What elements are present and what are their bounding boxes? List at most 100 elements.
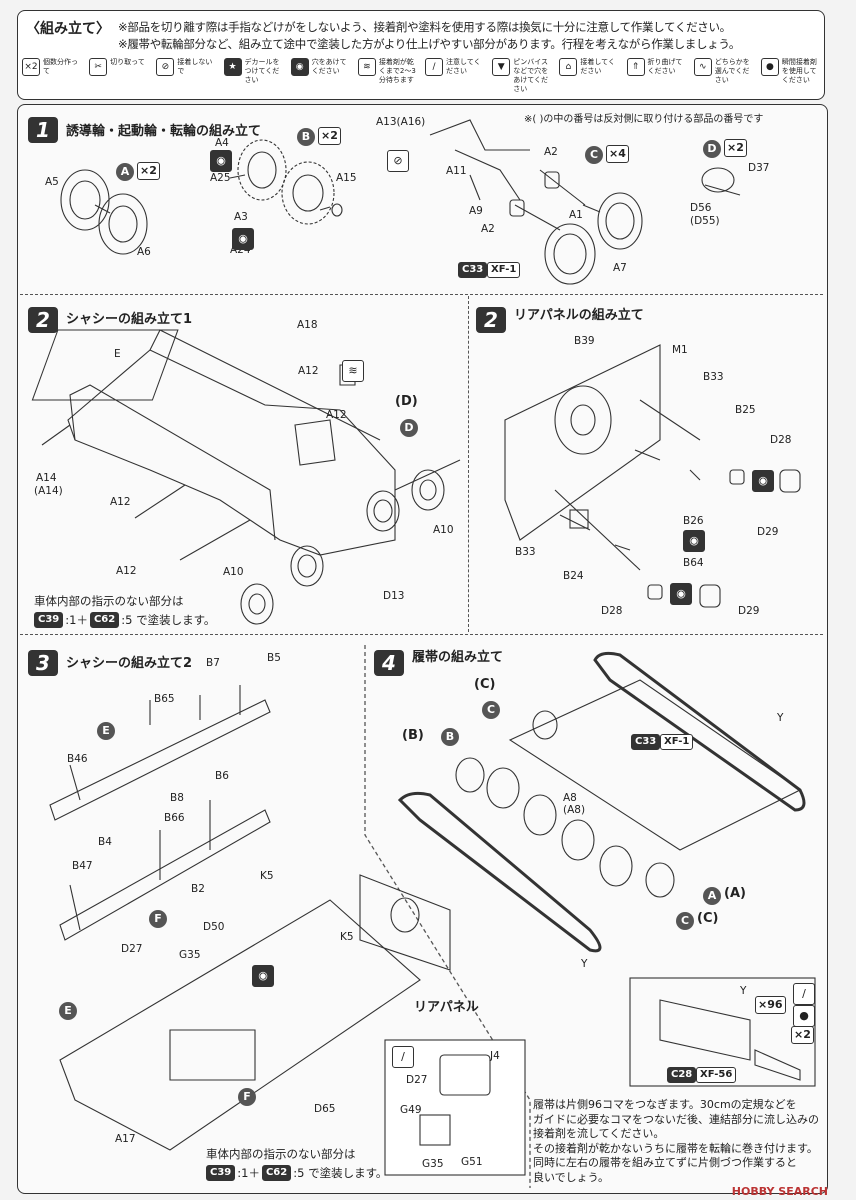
paint-code: C62	[89, 612, 120, 628]
part-label: D56	[690, 202, 712, 214]
track-note-line: ガイドに必要なコマをつないだ後、連結部分に流し込みの	[533, 1112, 819, 1126]
caution-icon: ∕	[793, 983, 815, 1005]
paint-code: C39	[34, 612, 64, 628]
legend-text: 接着剤が乾くまで2〜3分待ちます	[378, 58, 416, 84]
legend-item: ▼ピンバイスなどで穴をあけてください	[492, 58, 551, 93]
legend-text: 瞬間接着剤を使用してください	[781, 58, 817, 84]
runner-badge: F	[238, 1088, 256, 1106]
runner-badge: F	[149, 910, 167, 928]
step-title: シャシーの組み立て1	[66, 312, 193, 327]
legend-item: ⌂接着してください	[559, 58, 618, 92]
part-label: D28	[770, 434, 792, 446]
no-glue-icon: ⊘	[387, 150, 409, 172]
quantity-badge: ×96	[755, 996, 786, 1014]
part-label: A15	[336, 172, 357, 184]
legend-item: ∿どちらかを選んでください	[693, 58, 753, 92]
drill-hole-icon: ◉	[683, 530, 705, 552]
legend-item: ◉穴をあけてください	[290, 58, 350, 92]
header-note-1: ※部品を切り離す際は手指などけがをしないよう、接着剤や塗料を使用する際は換気に十…	[118, 20, 731, 34]
part-label: A25	[210, 172, 231, 184]
step-title: シャシーの組み立て2	[66, 656, 193, 671]
part-label: A3	[234, 211, 248, 223]
part-label: B33	[515, 546, 536, 558]
legend-item: ⇑折り曲げてください	[626, 58, 686, 92]
runner-badge: D	[703, 140, 721, 158]
paint-code: XF-1	[660, 734, 694, 750]
multiply-icon: ×2	[22, 58, 40, 76]
part-label: G35	[422, 1158, 444, 1170]
no-glue-icon: ⊘	[156, 58, 175, 76]
legend-item: ≋接着剤が乾くまで2〜3分待ちます	[357, 58, 417, 92]
cut-icon: ✂	[89, 58, 108, 76]
legend-text: 接着してください	[580, 58, 615, 75]
part-label: D27	[121, 943, 143, 955]
decal-icon: ★	[223, 58, 242, 76]
drill-hole-icon: ◉	[752, 470, 774, 492]
fold-icon: ⇑	[626, 58, 645, 76]
runner-badge: B	[441, 728, 459, 746]
part-label: A2	[481, 223, 495, 235]
pin-vise-icon: ▼	[492, 58, 511, 76]
part-label: A12	[110, 496, 131, 508]
part-label: J4	[490, 1050, 500, 1062]
quantity-badge: ×2	[318, 127, 341, 145]
part-label: Y	[740, 985, 747, 997]
part-label: D13	[383, 590, 405, 602]
runner-badge: C	[482, 701, 500, 719]
step-title: 誘導輪・起動輪・転輪の組み立て	[66, 124, 262, 139]
runner-badge: B	[297, 128, 315, 146]
glue-icon: ⌂	[559, 58, 578, 76]
section-divider	[468, 296, 469, 632]
caution-icon: ∕	[392, 1046, 414, 1068]
part-label: A9	[469, 205, 483, 217]
part-label: Y	[777, 712, 784, 724]
part-label: B5	[267, 652, 281, 664]
header-title: 〈組み立て〉	[26, 21, 110, 37]
part-label: A10	[433, 524, 454, 536]
legend-item: ⊘接着しないで	[156, 58, 215, 92]
runner-badge: E	[97, 722, 115, 740]
drill-hole-icon: ◉	[232, 228, 254, 250]
part-label: (A8)	[563, 804, 586, 816]
part-label: D28	[601, 605, 623, 617]
runner-badge: A	[703, 887, 721, 905]
paint-ratio: :5 で塗装します。	[121, 612, 216, 627]
wait-dry-icon: ≋	[357, 58, 376, 76]
part-label: B47	[72, 860, 93, 872]
track-note-line: その接着剤が乾かないうちに履帯を転輪に巻き付けます。	[533, 1141, 818, 1155]
part-label: A10	[223, 566, 244, 578]
part-label: A2	[544, 146, 558, 158]
legend-text: デカールをつけてください	[244, 58, 280, 84]
part-label: G49	[400, 1104, 422, 1116]
part-label: D65	[314, 1103, 336, 1115]
paint-instruction: C39 :1＋ C62 :5 で塗装します。	[34, 612, 215, 628]
drill-hole-icon: ◉	[290, 58, 309, 76]
quantity-badge: ×2	[791, 1026, 814, 1044]
super-glue-icon: ●	[793, 1005, 815, 1027]
runner-label: (C)	[697, 911, 719, 926]
part-label: A14	[36, 472, 57, 484]
part-label: B7	[206, 657, 220, 669]
legend-text: 折り曲げてください	[647, 58, 683, 75]
legend-text: 注意してください	[446, 58, 481, 75]
runner-label: (D)	[395, 394, 418, 409]
legend-text: どちらかを選んでください	[714, 58, 750, 84]
step-note: ※( )の中の番号は反対側に取り付ける部品の番号です	[524, 114, 764, 125]
legend-text: 個数分作って	[43, 58, 78, 75]
part-label: D37	[748, 162, 770, 174]
quantity-badge: ×2	[724, 139, 747, 157]
part-label: G35	[179, 949, 201, 961]
runner-label: (C)	[474, 677, 496, 692]
part-label: B6	[215, 770, 229, 782]
part-label: A8	[563, 792, 577, 804]
caution-icon: ∕	[425, 58, 444, 76]
part-label: A7	[613, 262, 627, 274]
part-label: B26	[683, 515, 704, 527]
track-note-line: 同時に左右の履帯を組み立てずに片側づつ作業すると	[533, 1156, 797, 1169]
part-label: B64	[683, 557, 704, 569]
track-note-line: 良いでしょう。	[533, 1170, 610, 1184]
part-label: B66	[164, 812, 185, 824]
legend-text: 穴をあけてください	[311, 58, 347, 75]
